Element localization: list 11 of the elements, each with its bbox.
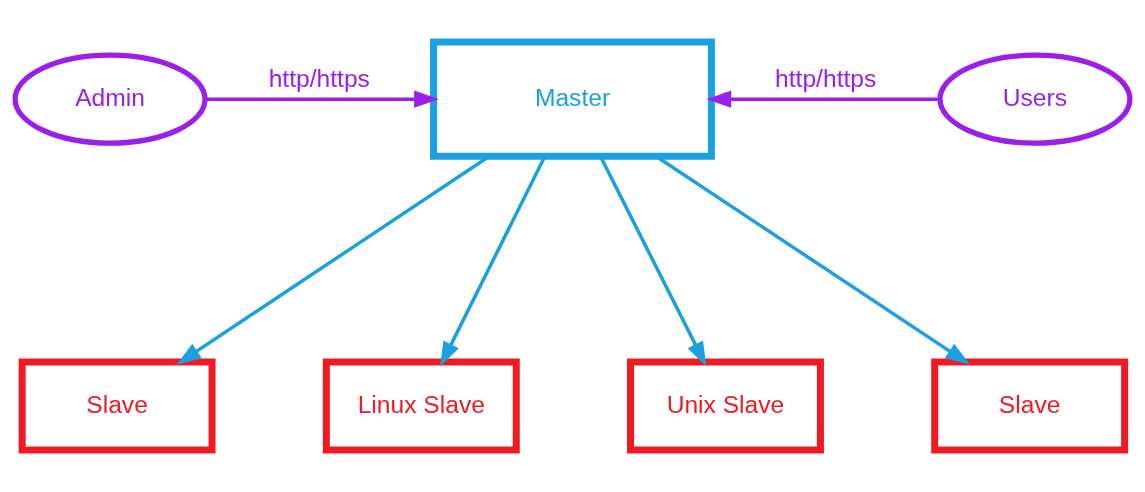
edge-label: http/https <box>775 65 877 93</box>
node-box: Linux Slave <box>322 358 520 454</box>
node-ellipse: Users <box>937 52 1133 146</box>
arrow <box>706 90 940 108</box>
arrow <box>205 90 439 108</box>
node-box: Unix Slave <box>627 358 824 454</box>
node-box: Master <box>430 38 715 160</box>
edge-label: http/https <box>268 65 370 93</box>
node-box: Slave <box>931 358 1129 454</box>
node-ellipse: Admin <box>12 52 208 146</box>
node-box: Slave <box>18 358 216 454</box>
